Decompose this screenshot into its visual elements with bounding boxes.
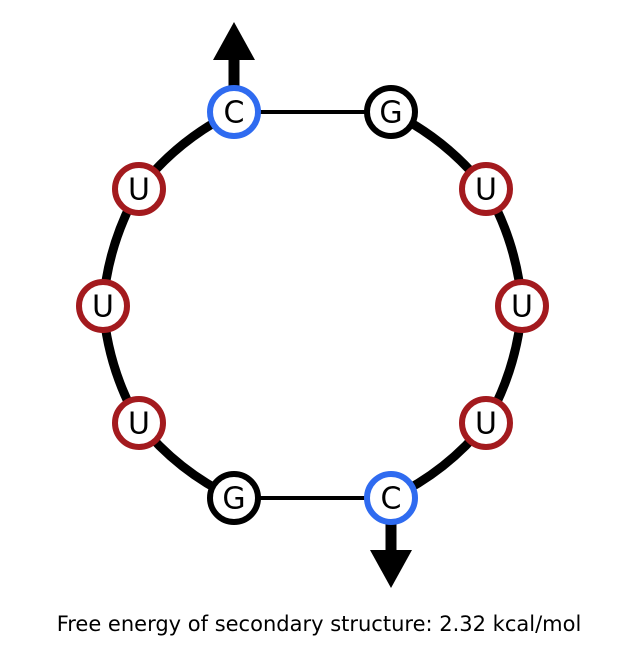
nucleotide-g: G bbox=[207, 471, 261, 525]
nucleotide-label: G bbox=[222, 482, 245, 517]
backbone-layer bbox=[98, 107, 527, 503]
nucleotide-ring bbox=[112, 162, 166, 216]
nucleotide-label: U bbox=[92, 290, 114, 325]
nucleotide-label: U bbox=[128, 173, 150, 208]
nucleotide-ring bbox=[207, 471, 261, 525]
nucleotide-ring bbox=[364, 471, 418, 525]
nucleotide-label: U bbox=[475, 407, 497, 442]
nucleotide-u: U bbox=[459, 396, 513, 450]
nucleotide-label: C bbox=[381, 482, 402, 517]
nucleotide-ring bbox=[459, 396, 513, 450]
nucleotide-label: U bbox=[511, 290, 533, 325]
nucleotide-ring bbox=[207, 85, 261, 139]
nucleotide-u: U bbox=[459, 162, 513, 216]
nucleotide-u: U bbox=[495, 279, 549, 333]
nucleotide-label: U bbox=[128, 407, 150, 442]
nucleotide-u: U bbox=[112, 396, 166, 450]
nucleotide-ring bbox=[495, 279, 549, 333]
nucleotide-layer: C U U U G C U U U G bbox=[76, 85, 549, 525]
nucleotide-c: C bbox=[364, 471, 418, 525]
nucleotide-label: G bbox=[379, 96, 402, 131]
nucleotide-u: U bbox=[76, 279, 130, 333]
nucleotide-label: C bbox=[224, 96, 245, 131]
base-pair-layer bbox=[234, 110, 391, 500]
nucleotide-label: U bbox=[475, 173, 497, 208]
nucleotide-ring bbox=[112, 396, 166, 450]
nucleotide-c: C bbox=[207, 85, 261, 139]
nucleotide-ring bbox=[76, 279, 130, 333]
nucleotide-ring bbox=[459, 162, 513, 216]
nucleotide-u: U bbox=[112, 162, 166, 216]
free-energy-caption: Free energy of secondary structure: 2.32… bbox=[56, 612, 582, 636]
nucleotide-ring bbox=[364, 85, 418, 139]
nucleotide-g: G bbox=[364, 85, 418, 139]
